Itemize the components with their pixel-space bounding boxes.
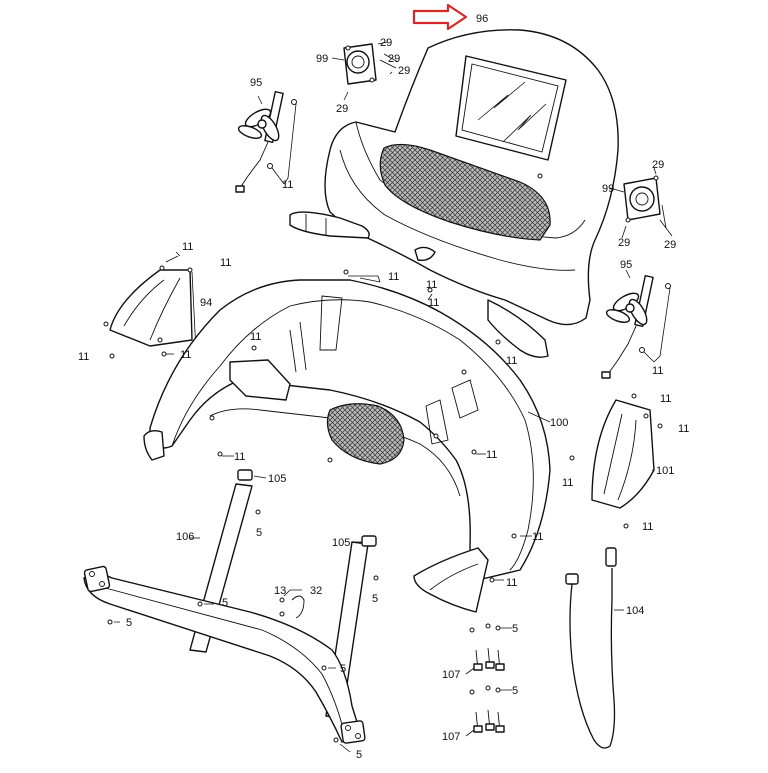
callout-5: 5 <box>126 617 132 629</box>
console-part-96 <box>289 29 619 358</box>
callout-105: 105 <box>268 473 286 485</box>
callout-11: 11 <box>562 477 573 489</box>
callout-94: 94 <box>200 297 212 309</box>
callout-29: 29 <box>336 103 348 115</box>
speaker-part-99-right <box>609 167 673 239</box>
duct-part-101 <box>569 393 663 529</box>
callout-29: 29 <box>398 65 410 77</box>
callout-5: 5 <box>512 623 518 635</box>
callout-5: 5 <box>222 597 228 609</box>
callout-11: 11 <box>250 331 261 343</box>
speaker-part-99-top <box>331 41 399 101</box>
callout-29: 29 <box>618 237 630 249</box>
callout-99: 99 <box>316 53 328 65</box>
callout-5: 5 <box>356 749 362 761</box>
callout-29: 29 <box>388 53 400 65</box>
upright-part-106 <box>83 469 379 753</box>
callout-13: 13 <box>274 585 286 597</box>
callout-11: 11 <box>660 393 671 405</box>
callout-5: 5 <box>372 593 378 605</box>
clip-part-13-32 <box>279 589 305 619</box>
callout-labels: 96 29 99 29 29 29 95 11 29 99 29 29 95 1… <box>78 13 689 761</box>
callout-96: 96 <box>476 13 488 25</box>
callout-11: 11 <box>652 365 663 377</box>
callout-11: 11 <box>426 279 437 291</box>
fan-part-95-left <box>235 91 297 193</box>
callout-5: 5 <box>256 527 262 539</box>
callout-107: 107 <box>442 731 460 743</box>
callout-95: 95 <box>250 77 262 89</box>
callout-5: 5 <box>512 685 518 697</box>
callout-11: 11 <box>506 577 517 589</box>
callout-11: 11 <box>180 349 191 361</box>
callout-32: 32 <box>310 585 322 597</box>
callout-11: 11 <box>388 271 399 283</box>
callout-104: 104 <box>626 605 644 617</box>
callout-11: 11 <box>678 423 689 435</box>
callout-11: 11 <box>182 241 193 253</box>
callout-11: 11 <box>486 449 497 461</box>
callout-11: 11 <box>282 179 293 191</box>
callout-29: 29 <box>664 239 676 251</box>
cable-part-104 <box>565 547 624 749</box>
callout-11: 11 <box>428 297 439 309</box>
callout-106: 106 <box>176 531 194 543</box>
callout-99: 99 <box>602 183 614 195</box>
callout-95: 95 <box>620 259 632 271</box>
callout-11: 11 <box>234 451 245 463</box>
fan-part-95-right <box>601 269 671 379</box>
callout-11: 11 <box>532 531 543 543</box>
highlight-arrow <box>412 3 468 31</box>
callout-107: 107 <box>442 669 460 681</box>
callout-5: 5 <box>340 663 346 675</box>
duct-part-94 <box>103 251 197 359</box>
fastener-part-107 <box>465 623 512 737</box>
callout-29: 29 <box>380 37 392 49</box>
callout-11: 11 <box>642 521 653 533</box>
callout-11: 11 <box>78 351 89 363</box>
callout-105: 105 <box>332 537 350 549</box>
callout-100: 100 <box>550 417 568 429</box>
callout-29: 29 <box>652 159 664 171</box>
callout-11: 11 <box>506 355 517 367</box>
callout-101: 101 <box>656 465 674 477</box>
callout-11: 11 <box>220 257 231 269</box>
hood-part-100 <box>143 269 551 613</box>
